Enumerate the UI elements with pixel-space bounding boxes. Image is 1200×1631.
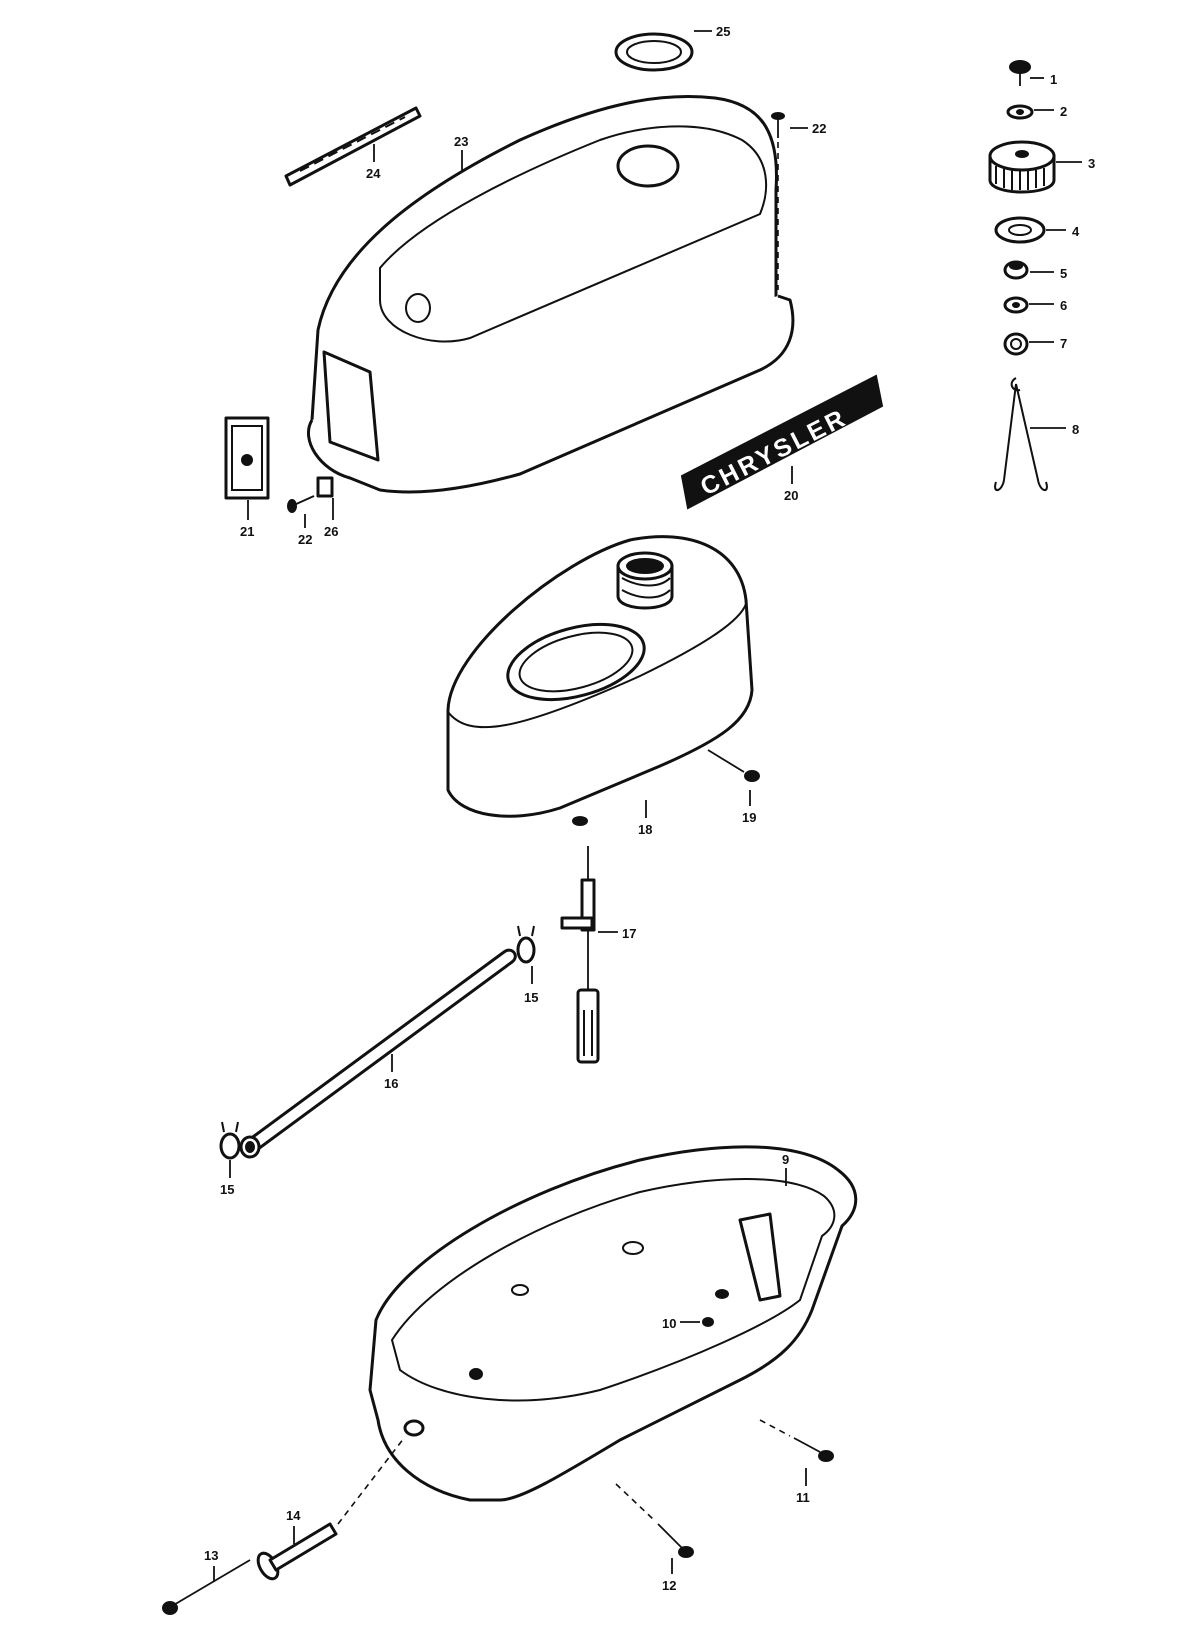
callout-18: 18 bbox=[638, 822, 652, 837]
callout-3: 3 bbox=[1088, 156, 1095, 171]
mount-sleeve-part bbox=[256, 1437, 405, 1581]
callout-2: 2 bbox=[1060, 104, 1067, 119]
cover-clip-part bbox=[316, 476, 334, 520]
fuel-tank-cover-part bbox=[446, 535, 754, 826]
callout-21: 21 bbox=[240, 524, 254, 539]
strip-decal-part bbox=[284, 106, 422, 187]
callout-13: 13 bbox=[204, 1548, 218, 1563]
callout-16: 16 bbox=[384, 1076, 398, 1091]
callout-22-top: 22 bbox=[812, 121, 826, 136]
callout-23: 23 bbox=[454, 134, 468, 149]
fuel-hose-part bbox=[239, 948, 517, 1159]
callout-24: 24 bbox=[366, 166, 381, 181]
knob-stack-parts bbox=[988, 60, 1082, 491]
callout-19: 19 bbox=[742, 810, 756, 825]
callout-1: 1 bbox=[1050, 72, 1057, 87]
callout-4: 4 bbox=[1072, 224, 1080, 239]
callout-20: 20 bbox=[784, 488, 798, 503]
callout-8: 8 bbox=[1072, 422, 1079, 437]
callout-9: 9 bbox=[782, 1152, 789, 1167]
screw-part-top bbox=[771, 112, 808, 290]
pan-screw-part-bottom bbox=[615, 1483, 694, 1574]
engine-cover-part bbox=[306, 95, 795, 494]
callout-15-upper: 15 bbox=[524, 990, 538, 1005]
callout-26: 26 bbox=[324, 524, 338, 539]
callout-25: 25 bbox=[716, 24, 730, 39]
screw-part-left bbox=[287, 495, 315, 528]
warning-label-part bbox=[224, 416, 270, 520]
tank-screw-part bbox=[707, 749, 760, 806]
callout-12: 12 bbox=[662, 1578, 676, 1593]
drain-plug-part bbox=[680, 1317, 714, 1327]
callout-10: 10 bbox=[662, 1316, 676, 1331]
hose-clamp-part-upper bbox=[516, 925, 536, 984]
callout-11: 11 bbox=[796, 1490, 810, 1505]
callout-17: 17 bbox=[622, 926, 636, 941]
callout-7: 7 bbox=[1060, 336, 1067, 351]
callout-15-lower: 15 bbox=[220, 1182, 234, 1197]
callout-6: 6 bbox=[1060, 298, 1067, 313]
bottom-pan-part bbox=[368, 1145, 858, 1502]
callout-14: 14 bbox=[286, 1508, 301, 1523]
callout-22-left: 22 bbox=[298, 532, 312, 547]
grommet-ring-part bbox=[614, 30, 712, 72]
brand-decal-text: CHRYSLER bbox=[696, 403, 852, 501]
mount-bolt-part bbox=[162, 1559, 251, 1615]
hose-clamp-part-lower bbox=[219, 1121, 241, 1178]
callout-5: 5 bbox=[1060, 266, 1067, 281]
pan-screw-part-right bbox=[759, 1419, 834, 1486]
brand-decal-part: CHRYSLER bbox=[680, 374, 884, 510]
fuel-valve-part bbox=[560, 846, 618, 1064]
